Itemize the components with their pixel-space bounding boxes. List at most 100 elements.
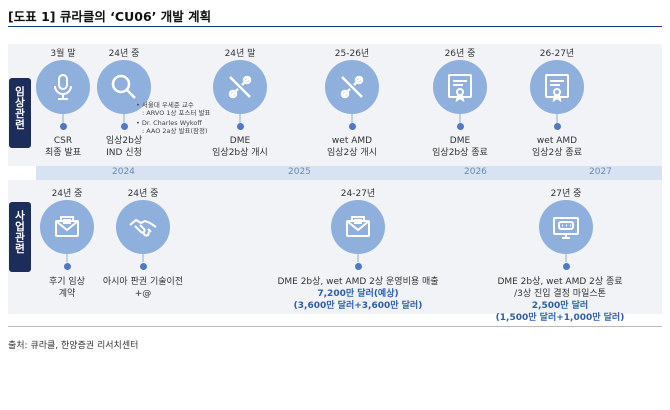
event-label-line: DME (449, 136, 471, 146)
event-circle (36, 60, 90, 114)
microphone-icon (47, 71, 79, 103)
event-label-line: /3상 진입 결정 마일스톤 (514, 289, 606, 299)
connector-stem (357, 250, 359, 262)
event-dot (354, 263, 362, 270)
event-dot (120, 123, 128, 130)
event-date: 24년 중 (108, 49, 140, 59)
figure-title: [도표 1] 큐라클의 ‘CU06’ 개발 계획 (8, 9, 212, 24)
event-label-line: 임상2상 종료 (532, 148, 582, 158)
year-label: 2027 (589, 167, 612, 177)
event-circle (539, 200, 593, 254)
event-date: 24년 중 (51, 189, 83, 199)
connector-stem (239, 112, 241, 124)
event-label-line: 계약 (58, 289, 76, 299)
event-label-line: 임상2b상 종료 (432, 148, 488, 158)
event-circle (331, 200, 385, 254)
event-label-line: wet AMD (536, 136, 578, 146)
event-label-line: IND 신청 (106, 148, 142, 158)
year-label: 2026 (464, 167, 487, 177)
event-date: 26-27년 (539, 49, 575, 59)
event-date: 24년 중 (127, 189, 159, 199)
tools-icon (224, 71, 256, 103)
event-label-line: wet AMD (331, 136, 373, 146)
magnifier-icon (108, 71, 140, 103)
timeline-bar (36, 166, 662, 180)
connector-stem (459, 112, 461, 124)
certificate-icon (541, 71, 573, 103)
event-circle (40, 200, 94, 254)
event-label: wet AMD 임상2상 개시 (297, 135, 407, 159)
connector-stem (556, 112, 558, 124)
note-line: • Dr. Charles Wykoff (136, 119, 202, 127)
event-circle (97, 60, 151, 114)
event-date: 24-27년 (340, 189, 376, 199)
connector-stem (351, 112, 353, 124)
event-date: 27년 중 (550, 189, 582, 199)
event-dot (562, 263, 570, 270)
event-date: 25-26년 (334, 49, 370, 59)
event-label-line: (3,600만 달러+3,600만 달러) (293, 301, 423, 311)
year-label: 2025 (288, 167, 311, 177)
event-label-line: 7,200만 달러(예상) (317, 289, 399, 299)
year-label: 2024 (112, 167, 135, 177)
envelope-icon (51, 211, 83, 243)
event-label: wet AMD 임상2상 종료 (502, 135, 612, 159)
note-line: • 서울대 우세준 교수 (136, 101, 194, 109)
certificate-icon (444, 71, 476, 103)
presenter-notes: • 서울대 우세준 교수 : ARVO 1상 포스터 발표 • Dr. Char… (136, 101, 211, 135)
event-label-line: CSR (53, 136, 73, 146)
event-label-line: DME (229, 136, 251, 146)
event-label-line: 아시아 판권 기술이전 (102, 277, 184, 287)
event-label-line: 임상2b상 개시 (212, 148, 268, 158)
connector-stem (142, 250, 144, 262)
event-dot (139, 263, 147, 270)
event-label-line: 2,500만 달러 (531, 301, 589, 311)
monitor-chat-icon (550, 211, 582, 243)
event-label: 임상2b상 IND 신청 (69, 135, 179, 159)
event-circle (530, 60, 584, 114)
event-label-line: 임상2상 개시 (327, 148, 377, 158)
event-dot (236, 123, 244, 130)
event-label-line: DME 2b상, wet AMD 2상 종료 (497, 277, 623, 287)
bottom-rule (8, 326, 662, 327)
source-note: 출처: 큐라클, 한양증권 리서치센터 (8, 341, 139, 351)
event-label: CSR 최종 발표 (8, 135, 118, 159)
connector-stem (66, 250, 68, 262)
event-label-line: 후기 임상 (49, 277, 85, 287)
event-label: DME 2b상, wet AMD 2상 운영비용 매출 7,200만 달러(예상)… (258, 276, 458, 312)
event-label-line: +@ (134, 289, 152, 299)
event-dot (553, 123, 561, 130)
connector-stem (62, 112, 64, 124)
event-label-line: 최종 발표 (45, 148, 81, 158)
note-line: : ARVO 1상 포스터 발표 (142, 109, 211, 117)
event-date: 3월 말 (50, 49, 76, 59)
event-dot (348, 123, 356, 130)
event-label: DME 임상2b상 종료 (405, 135, 515, 159)
title-rule (8, 26, 662, 27)
note-line: : AAO 2a상 발표(잠정) (142, 127, 208, 135)
event-label-line: (1,500만 달러+1,000만 달러) (495, 313, 625, 323)
event-dot (456, 123, 464, 130)
event-label: DME 임상2b상 개시 (185, 135, 295, 159)
connector-stem (565, 250, 567, 262)
event-label: DME 2b상, wet AMD 2상 종료/3상 진입 결정 마일스톤 2,50… (460, 276, 660, 324)
event-label-line: 임상2b상 (105, 136, 143, 146)
tools-icon (336, 71, 368, 103)
event-circle (116, 200, 170, 254)
event-date: 24년 말 (224, 49, 256, 59)
event-date: 26년 중 (444, 49, 476, 59)
event-circle (433, 60, 487, 114)
connector-stem (123, 112, 125, 124)
event-circle (325, 60, 379, 114)
envelope-icon (342, 211, 374, 243)
event-label-line: DME 2b상, wet AMD 2상 운영비용 매출 (277, 277, 439, 287)
event-circle (213, 60, 267, 114)
event-label: 아시아 판권 기술이전 +@ (43, 276, 243, 300)
event-dot (59, 123, 67, 130)
event-dot (63, 263, 71, 270)
